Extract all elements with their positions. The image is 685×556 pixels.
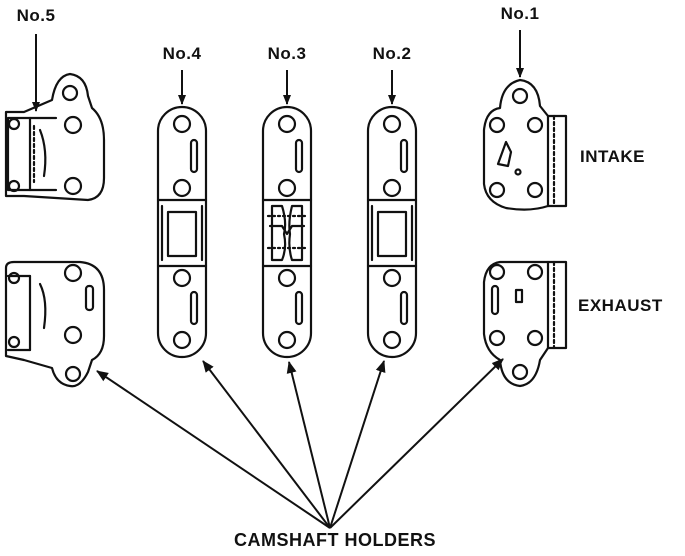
leader-arrow-no2 (329, 360, 386, 529)
label-no5: No.5 (16, 6, 56, 25)
no1-intake-holder (482, 78, 568, 211)
no5-intake-holder (4, 72, 106, 202)
no5-exhaust-holder (4, 260, 106, 388)
label-no1: No.1 (500, 4, 540, 23)
no2-holder (366, 105, 418, 359)
no4-holder (156, 105, 208, 359)
no3-holder (261, 105, 313, 359)
label-no2: No.2 (372, 44, 412, 63)
label-intake: INTAKE (580, 147, 646, 166)
leader-arrow-no1 (329, 358, 504, 529)
label-no4: No.4 (162, 44, 202, 63)
leader-arrow-no5 (96, 370, 331, 529)
caption-camshaft-holders: CAMSHAFT HOLDERS (234, 530, 436, 550)
no1-exhaust-holder (482, 260, 568, 388)
leader-arrow-no4 (202, 360, 331, 529)
label-no3: No.3 (267, 44, 307, 63)
leader-arrow-no3 (286, 361, 331, 529)
label-exhaust: EXHAUST (578, 296, 663, 315)
